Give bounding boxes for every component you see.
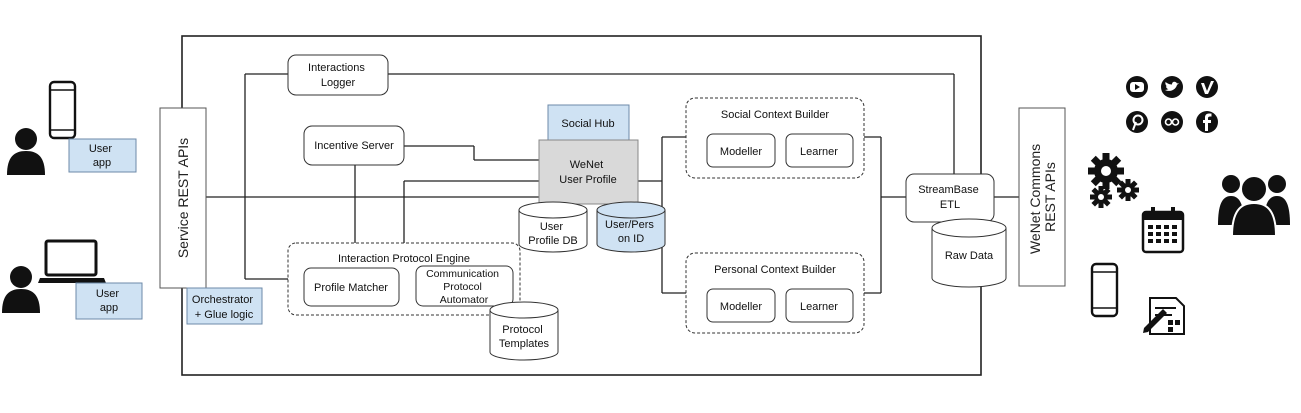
incentive-server-label: Incentive Server bbox=[314, 140, 394, 152]
commons-api-line2: REST APIs bbox=[1042, 162, 1058, 232]
raw-data-cylinder: Raw Data bbox=[931, 218, 1007, 288]
personal-context-title: Personal Context Builder bbox=[714, 264, 836, 276]
profile-db-line2: Profile DB bbox=[528, 235, 578, 247]
orchestrator-line2: + Glue logic bbox=[195, 309, 254, 321]
profile-matcher-box bbox=[303, 267, 400, 307]
orchestrator-box: Orchestrator + Glue logic bbox=[186, 287, 263, 325]
comm-automator-line2: Protocol bbox=[443, 281, 482, 293]
interactions-logger-line2: Logger bbox=[321, 77, 356, 89]
social-hub-box: Social Hub bbox=[547, 104, 630, 141]
gears-icon bbox=[1088, 153, 1139, 208]
facebook-icon bbox=[1196, 111, 1218, 133]
group-icon bbox=[1218, 175, 1290, 237]
svg-text:User app: User app bbox=[96, 288, 122, 314]
comm-automator-line1: Communication bbox=[426, 268, 499, 280]
social-learner-label: Learner bbox=[800, 146, 838, 158]
personal-learner-box bbox=[785, 288, 854, 323]
comm-automator-line3: Automator bbox=[440, 294, 489, 306]
incentive-server-box: Incentive Server bbox=[303, 125, 405, 166]
youtube-icon bbox=[1126, 76, 1148, 98]
user-person-icon bbox=[7, 128, 45, 175]
phone-user-app-line1: User bbox=[89, 143, 113, 155]
commons-api-line1: WeNet Commons bbox=[1027, 144, 1043, 254]
laptop-user-app-line2: app bbox=[100, 302, 118, 314]
svg-text:User app: User app bbox=[89, 143, 115, 169]
commons-rest-api-box: WeNet Commons REST APIs bbox=[1018, 107, 1066, 287]
svg-text:User Profile DB: User Profile DB bbox=[528, 221, 578, 247]
smartphone-icon bbox=[1090, 262, 1119, 318]
social-modeller-box bbox=[706, 133, 776, 168]
protocol-templates-cylinder: Protocol Templates bbox=[489, 301, 559, 361]
personal-modeller-label: Modeller bbox=[720, 301, 763, 313]
svg-text:Interactions Logger: Interactions Logger bbox=[308, 62, 368, 89]
interactions-logger-box: Interactions Logger bbox=[287, 54, 389, 96]
protocol-templates-line1: Protocol bbox=[502, 324, 542, 336]
service-rest-api-box: Service REST APIs bbox=[159, 107, 207, 289]
persona-id-line2: on ID bbox=[618, 233, 644, 245]
svg-text:Orchestrator + Glue logi: Orchestrator + Glue logic bbox=[192, 294, 256, 321]
svg-text:Communication Protocol: Communication Protocol Automator bbox=[426, 268, 502, 306]
streambase-etl-box: StreamBase ETL bbox=[905, 173, 995, 223]
user-profile-box: WeNet User Profile bbox=[538, 139, 639, 205]
svg-text:User/Pers on ID: User/Pers on ID bbox=[605, 219, 657, 245]
personal-context-group: Personal Context Builder Modeller Learne… bbox=[685, 252, 865, 334]
orchestrator-line1: Orchestrator bbox=[192, 294, 253, 306]
laptop-icon bbox=[38, 239, 106, 283]
profile-matcher-label: Profile Matcher bbox=[314, 282, 388, 294]
profile-db-cylinder: User Profile DB bbox=[518, 201, 588, 253]
svg-text:Protocol Templates: Protocol Templates bbox=[499, 324, 550, 350]
personal-learner-label: Learner bbox=[800, 301, 838, 313]
social-context-group: Social Context Builder Modeller Learner bbox=[685, 97, 865, 179]
form-icon bbox=[1143, 297, 1185, 335]
protocol-templates-line2: Templates bbox=[499, 338, 550, 350]
streambase-line1: StreamBase bbox=[918, 184, 979, 196]
svg-text:WeNet Commons REST APIs: WeNet Commons REST APIs bbox=[1027, 140, 1058, 254]
phone-user-app-line2: app bbox=[93, 157, 111, 169]
persona-id-line1: User/Pers bbox=[605, 219, 654, 231]
user-person-icon bbox=[2, 266, 40, 313]
flickr-icon bbox=[1161, 111, 1183, 133]
user-profile-line1: WeNet bbox=[570, 159, 603, 171]
interaction-engine-group: Interaction Protocol Engine Profile Matc… bbox=[287, 242, 521, 316]
comm-automator-box bbox=[415, 265, 514, 307]
social-hub-label: Social Hub bbox=[561, 118, 614, 130]
phone-user-app-box: User app bbox=[68, 138, 137, 173]
smartphone-icon bbox=[48, 80, 77, 140]
social-context-title: Social Context Builder bbox=[721, 109, 830, 121]
profile-db-line1: User bbox=[540, 221, 564, 233]
connector-lines bbox=[206, 73, 1019, 294]
streambase-line2: ETL bbox=[940, 199, 960, 211]
svg-text:WeNet User Profile: WeNet User Profile bbox=[559, 159, 616, 186]
vimeo-icon bbox=[1196, 76, 1218, 98]
interactions-logger-line1: Interactions bbox=[308, 62, 365, 74]
user-profile-line2: User Profile bbox=[559, 174, 616, 186]
social-modeller-label: Modeller bbox=[720, 146, 763, 158]
pinterest-icon bbox=[1126, 111, 1148, 133]
laptop-user-app-box: User app bbox=[75, 282, 143, 320]
social-learner-box bbox=[785, 133, 854, 168]
svg-text:StreamBase ETL: StreamBase ETL bbox=[918, 184, 982, 211]
raw-data-label: Raw Data bbox=[945, 250, 994, 262]
calendar-icon bbox=[1141, 207, 1185, 254]
service-rest-api-label: Service REST APIs bbox=[175, 138, 191, 258]
persona-id-cylinder: User/Pers on ID bbox=[596, 201, 666, 253]
interaction-engine-title: Interaction Protocol Engine bbox=[338, 253, 470, 265]
twitter-icon bbox=[1161, 76, 1183, 98]
personal-modeller-box bbox=[706, 288, 776, 323]
laptop-user-app-line1: User bbox=[96, 288, 120, 300]
